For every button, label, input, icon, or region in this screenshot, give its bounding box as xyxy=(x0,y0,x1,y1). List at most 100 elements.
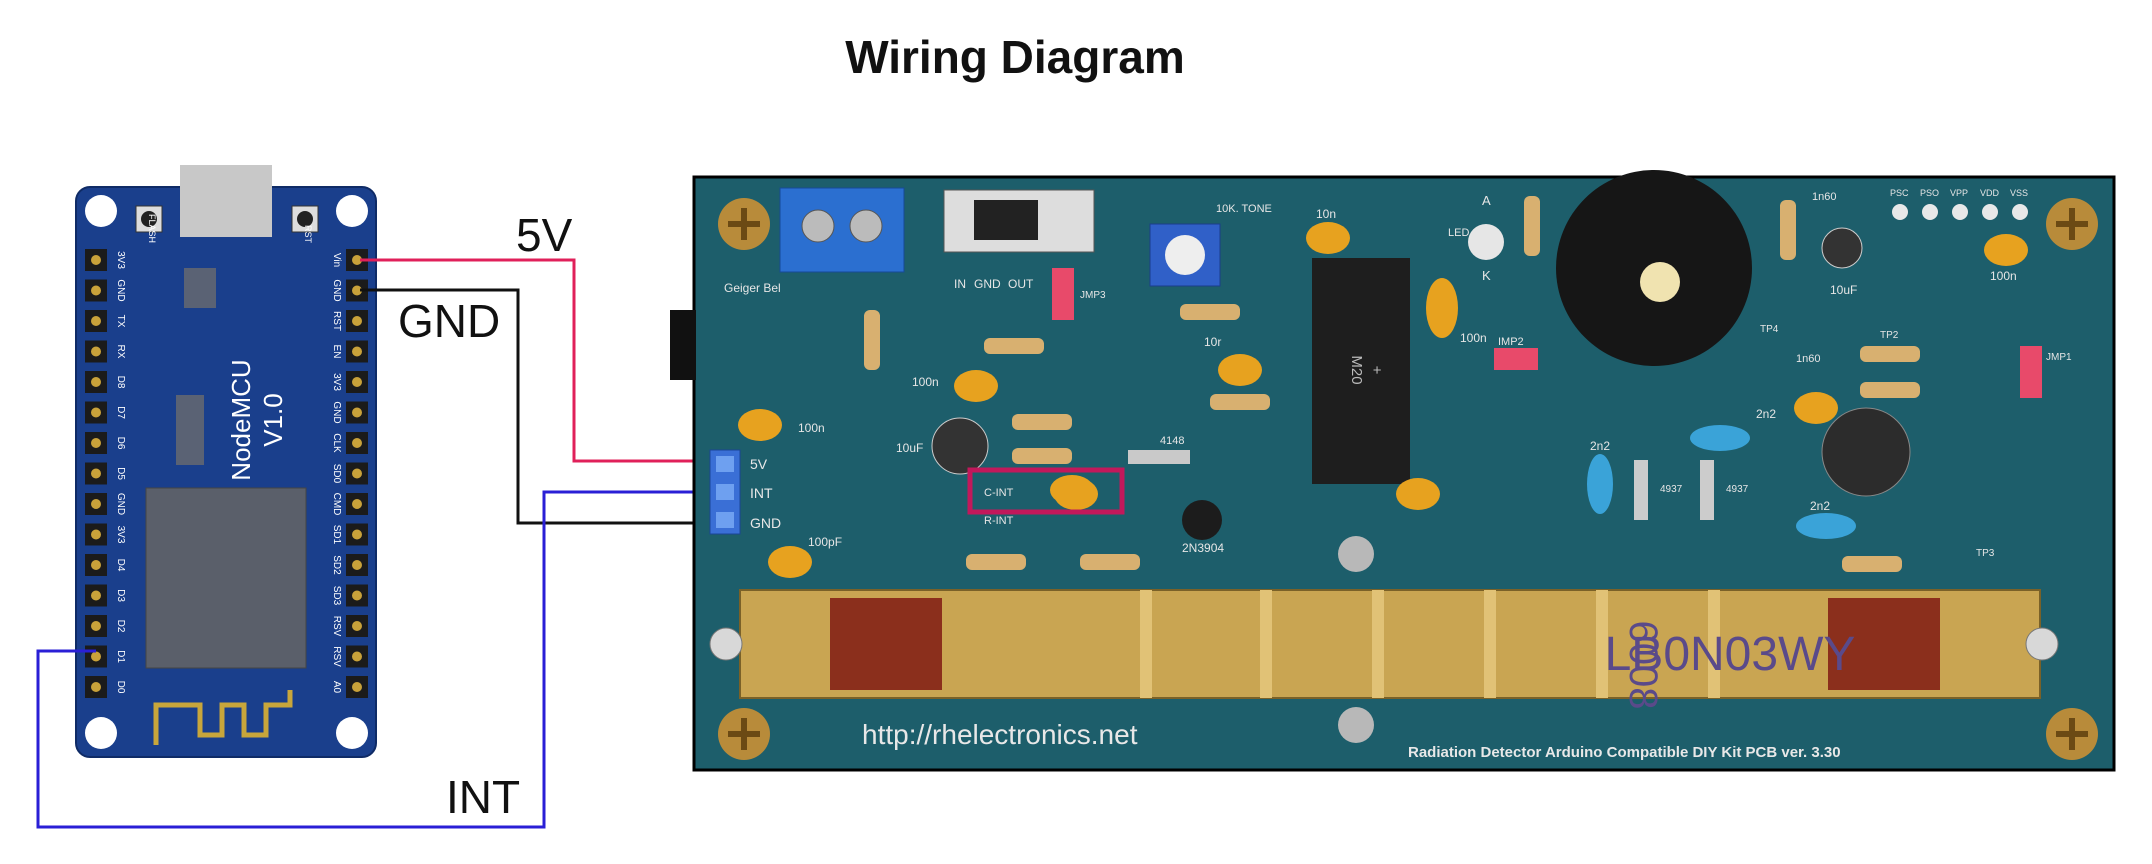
antenna-trace xyxy=(153,690,293,745)
svg-text:TP4: TP4 xyxy=(1760,324,1779,335)
svg-text:TP2: TP2 xyxy=(1880,330,1899,341)
jumper-jmp1 xyxy=(2020,346,2042,398)
svg-text:M20: M20 xyxy=(1348,355,1365,384)
pin-gnd-label: GND xyxy=(750,515,781,531)
resistor xyxy=(864,310,880,370)
left-pin-hole xyxy=(91,529,101,540)
screw xyxy=(718,708,770,760)
svg-text:10uF: 10uF xyxy=(896,441,923,455)
left-pin-label: D1 xyxy=(115,650,126,663)
svg-text:4937: 4937 xyxy=(1660,484,1683,495)
svg-text:1n60: 1n60 xyxy=(1796,353,1820,365)
svg-text:JMP3: JMP3 xyxy=(1080,290,1106,301)
svg-text:IN: IN xyxy=(954,277,966,291)
flash-button[interactable] xyxy=(135,205,163,233)
svg-text:1n60: 1n60 xyxy=(1812,191,1836,203)
esp-module xyxy=(145,487,307,669)
left-pin-hole xyxy=(91,468,101,479)
ceramic-capacitor xyxy=(1794,392,1838,424)
ceramic-capacitor xyxy=(1690,425,1750,451)
left-pin-label: D0 xyxy=(115,681,126,694)
right-pin-hole xyxy=(352,651,362,662)
svg-text:LB0N03WY: LB0N03WY xyxy=(1605,628,1856,681)
c-int-highlight xyxy=(967,467,1125,515)
resistor xyxy=(1180,304,1240,320)
right-pin-hole xyxy=(352,316,362,326)
right-pin-hole xyxy=(352,590,362,601)
diagram-title: Wiring Diagram xyxy=(845,31,1185,83)
right-pin-hole xyxy=(352,285,362,296)
pin-int-label: INT xyxy=(750,485,773,501)
svg-text:4937: 4937 xyxy=(1726,484,1749,495)
left-pin-label: GND xyxy=(115,279,126,301)
left-pin-hole xyxy=(91,377,101,387)
screw xyxy=(718,198,770,250)
nodemcu-board: FLASH RST NodeMCU V1.0 3V3GNDTXRXD8D7D6D… xyxy=(75,165,377,758)
right-pin-label: Vin xyxy=(331,253,342,267)
svg-text:LED: LED xyxy=(1448,227,1469,239)
right-pin-hole xyxy=(352,682,362,692)
svg-text:100n: 100n xyxy=(798,421,825,435)
ceramic-capacitor xyxy=(1984,234,2028,266)
right-pin-hole xyxy=(352,468,362,479)
ceramic-capacitor xyxy=(1218,354,1262,386)
svg-text:6008: 6008 xyxy=(1621,621,1665,710)
svg-text:+: + xyxy=(1368,366,1385,375)
label-5v: 5V xyxy=(516,209,573,261)
chip-component xyxy=(176,395,204,465)
left-pin-hole xyxy=(91,621,101,631)
headphone-jack xyxy=(670,310,696,380)
label-int: INT xyxy=(446,771,521,823)
left-pin-label: D2 xyxy=(115,620,126,633)
rst-label: RST xyxy=(303,225,313,244)
svg-text:PSO: PSO xyxy=(1920,188,1939,198)
ceramic-capacitor xyxy=(1396,478,1440,510)
svg-text:100n: 100n xyxy=(912,375,939,389)
right-pin-hole xyxy=(352,529,362,540)
right-pin-hole xyxy=(352,377,362,387)
screw xyxy=(2046,708,2098,760)
electrolytic-capacitor xyxy=(931,417,989,475)
left-pin-hole xyxy=(91,651,101,662)
right-pin-label: A0 xyxy=(331,681,342,694)
resistor xyxy=(1780,200,1796,260)
diode-4937 xyxy=(1700,460,1714,520)
svg-text:PSC: PSC xyxy=(1890,188,1909,198)
ceramic-capacitor xyxy=(1306,222,1350,254)
svg-text:100n: 100n xyxy=(1460,331,1487,345)
right-pin-hole xyxy=(352,438,362,448)
ceramic-capacitor xyxy=(768,546,812,578)
right-pin-label: SD3 xyxy=(331,586,342,606)
left-pin-label: TX xyxy=(115,315,126,328)
terminal-block xyxy=(779,187,905,273)
left-pin-label: D6 xyxy=(115,437,126,450)
right-pin-hole xyxy=(352,255,362,265)
left-pin-hole xyxy=(91,407,101,418)
wire-gnd xyxy=(360,288,724,525)
right-pin-label: CMD xyxy=(331,493,342,516)
transistor-2n3904 xyxy=(1182,500,1222,540)
left-pin-hole xyxy=(91,285,101,296)
screw xyxy=(2046,198,2098,250)
left-pin-hole xyxy=(91,438,101,448)
nodemcu-name: NodeMCU xyxy=(226,359,256,480)
right-pin-hole xyxy=(352,407,362,418)
right-pin-label: EN xyxy=(331,345,342,359)
svg-text:JMP1: JMP1 xyxy=(2046,352,2072,363)
resistor xyxy=(1080,554,1140,570)
c-int-label: C-INT xyxy=(984,487,1014,499)
svg-text:TP3: TP3 xyxy=(1976,548,1995,559)
right-pin-label: RSV xyxy=(331,616,342,637)
svg-text:10uF: 10uF xyxy=(1830,283,1857,297)
rst-button[interactable] xyxy=(291,205,319,233)
left-pin-label: D5 xyxy=(115,467,126,480)
svg-text:Geiger Bel: Geiger Bel xyxy=(724,281,781,295)
jumper-jmp3 xyxy=(1052,268,1074,320)
svg-text:2n2: 2n2 xyxy=(1756,407,1776,421)
left-pin-hole xyxy=(91,590,101,601)
left-pin-hole xyxy=(91,346,101,357)
right-pin-header: VinGNDRSTEN3V3GNDCLKSD0CMDSD1SD2SD3RSVRS… xyxy=(331,249,368,698)
svg-text:10K. TONE: 10K. TONE xyxy=(1216,203,1272,215)
